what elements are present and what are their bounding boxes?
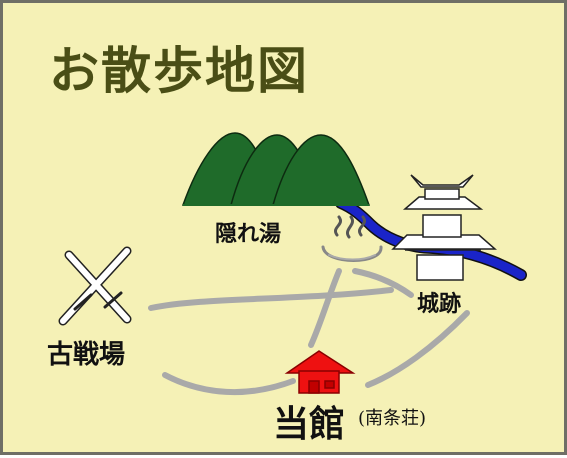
path-battlefield-to-castle	[148, 287, 394, 311]
hidden-onsen-label: 隠れ湯	[215, 221, 282, 247]
hot-spring-icon	[321, 215, 383, 262]
path-onsen-to-castle	[352, 268, 414, 298]
inn-name-label: (南条荘)	[358, 408, 427, 429]
old-battlefield-label: 古戦場	[47, 340, 126, 370]
path-onsen-down	[308, 268, 342, 348]
castle-icon	[391, 174, 497, 281]
our-inn-label: 当館	[273, 403, 346, 445]
map-title: お散歩地図	[49, 41, 309, 100]
path-inn-to-castle	[365, 310, 470, 388]
crossed-swords-icon	[58, 246, 132, 326]
castle-ruins-label: 城跡	[417, 291, 462, 317]
inn-house-icon	[284, 350, 356, 394]
map-graphics	[58, 132, 527, 396]
mountain-icon	[181, 132, 371, 206]
path-battlefield-to-inn	[162, 372, 296, 396]
walking-paths	[148, 268, 470, 396]
